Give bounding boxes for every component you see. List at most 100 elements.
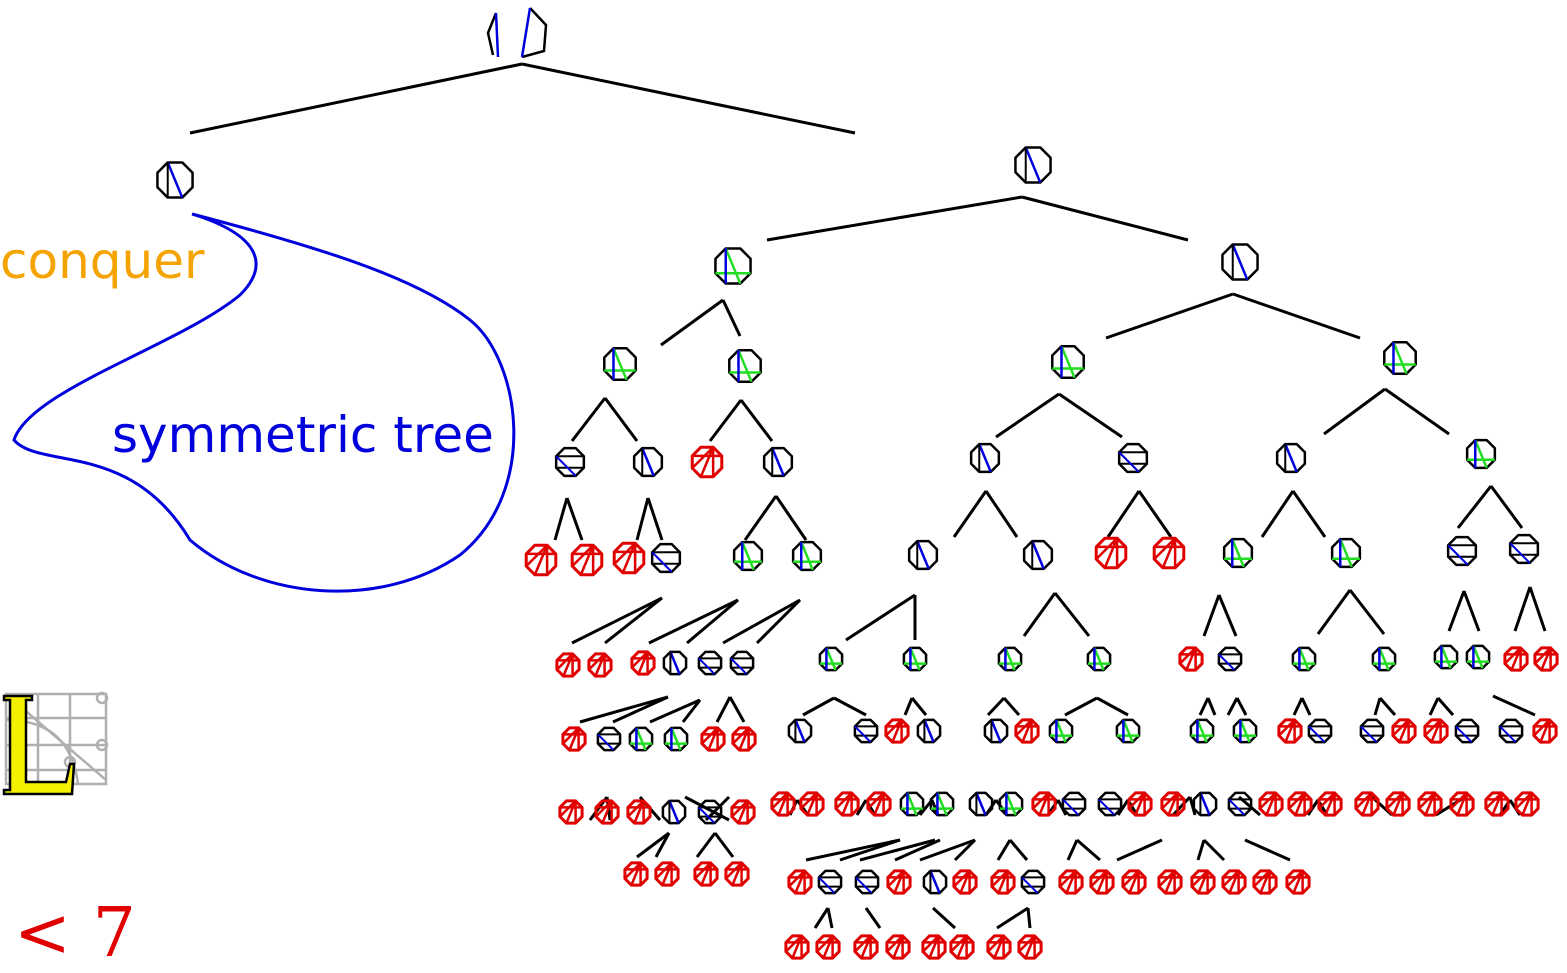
tree-edge bbox=[1058, 392, 1123, 439]
solved-triangulation-icon bbox=[885, 934, 911, 960]
tree-nodes bbox=[156, 7, 1559, 960]
symmetric-tree-label: symmetric tree bbox=[112, 406, 494, 464]
tree-edge bbox=[1300, 697, 1312, 716]
solved-triangulation-icon bbox=[1089, 869, 1115, 895]
polygon-triangulation-icon bbox=[929, 791, 955, 817]
polygon-triangulation-icon bbox=[729, 650, 755, 676]
solved-triangulation-icon bbox=[1449, 791, 1475, 817]
solved-triangulation-icon bbox=[1287, 791, 1313, 817]
tree-edge bbox=[1292, 697, 1304, 716]
tree-edge bbox=[1260, 490, 1295, 538]
polygon-triangulation-icon bbox=[817, 869, 843, 895]
solved-triangulation-icon bbox=[1178, 646, 1204, 672]
polygon-triangulation-icon bbox=[663, 726, 689, 752]
tree-edge bbox=[1235, 697, 1248, 716]
solved-triangulation-icon bbox=[612, 541, 646, 575]
polygon-triangulation-icon bbox=[969, 442, 1001, 474]
tree-edge bbox=[1316, 589, 1352, 635]
polygon-triangulation-icon bbox=[486, 7, 548, 59]
polygon-triangulation-icon bbox=[1048, 718, 1074, 744]
polygon-triangulation-icon bbox=[156, 161, 194, 199]
polygon-triangulation-icon bbox=[1232, 718, 1258, 744]
solved-triangulation-icon bbox=[1190, 869, 1216, 895]
solved-triangulation-icon bbox=[1221, 869, 1247, 895]
tree-edge bbox=[721, 299, 742, 337]
tree-edge bbox=[743, 495, 778, 541]
tree-edge bbox=[859, 838, 936, 862]
tree-edge bbox=[648, 598, 739, 645]
solved-triangulation-icon bbox=[570, 543, 604, 577]
solved-triangulation-icon bbox=[799, 791, 825, 817]
tree-edge bbox=[1447, 590, 1466, 632]
tree-edge bbox=[1053, 592, 1091, 637]
polygon-triangulation-icon bbox=[1192, 791, 1218, 817]
tree-edge bbox=[1137, 490, 1173, 538]
solved-triangulation-icon bbox=[587, 652, 613, 678]
solved-triangulation-icon bbox=[1017, 934, 1043, 960]
tree-edge bbox=[903, 697, 914, 716]
polygon-triangulation-icon bbox=[1508, 533, 1540, 565]
polygon-triangulation-icon bbox=[1383, 341, 1417, 375]
solved-triangulation-icon bbox=[1503, 646, 1529, 672]
solved-triangulation-icon bbox=[921, 934, 947, 960]
polygon-triangulation-icon bbox=[1446, 535, 1478, 567]
solved-triangulation-icon bbox=[1533, 646, 1559, 672]
polygon-triangulation-icon bbox=[1020, 869, 1046, 895]
tree-edge bbox=[1196, 839, 1206, 861]
tree-edge bbox=[1198, 697, 1210, 716]
tree-edge bbox=[1008, 839, 1029, 861]
polygon-triangulation-icon bbox=[1222, 537, 1254, 569]
polygon-triangulation-icon bbox=[1307, 718, 1333, 744]
polygon-triangulation-icon bbox=[732, 540, 764, 572]
solved-triangulation-icon bbox=[1423, 718, 1449, 744]
polygon-triangulation-icon bbox=[1189, 718, 1215, 744]
tree-edge bbox=[755, 598, 802, 645]
conquer-label: conquer bbox=[0, 232, 205, 290]
polygon-triangulation-icon bbox=[1359, 718, 1385, 744]
tree-edge bbox=[839, 838, 901, 862]
tree-edge bbox=[1232, 292, 1361, 340]
polygon-triangulation-icon bbox=[983, 718, 1009, 744]
tree-edge bbox=[1226, 697, 1239, 716]
polygon-triangulation-icon bbox=[787, 718, 813, 744]
tree-edge bbox=[612, 695, 669, 724]
tree-edge bbox=[1513, 586, 1532, 632]
solved-triangulation-icon bbox=[594, 799, 620, 825]
polygon-triangulation-icon bbox=[603, 347, 637, 381]
latex-L-logo-icon bbox=[2, 691, 109, 796]
solved-triangulation-icon bbox=[654, 861, 680, 887]
tree-edge bbox=[1462, 590, 1481, 632]
tree-edge bbox=[1436, 697, 1455, 716]
tree-edge bbox=[649, 698, 701, 724]
polygon-triangulation-icon bbox=[1022, 539, 1054, 571]
polygon-triangulation-icon bbox=[1097, 791, 1123, 817]
solved-triangulation-icon bbox=[1484, 791, 1510, 817]
tree-edge bbox=[805, 838, 901, 862]
polygon-triangulation-icon bbox=[1498, 718, 1524, 744]
tree-edge bbox=[1202, 838, 1226, 862]
tree-edge bbox=[570, 397, 607, 442]
polygon-triangulation-icon bbox=[1061, 791, 1087, 817]
polygon-triangulation-icon bbox=[697, 650, 723, 676]
tree-edge bbox=[521, 62, 856, 135]
tree-edge bbox=[864, 907, 882, 929]
polygon-triangulation-icon bbox=[554, 446, 586, 478]
solved-triangulation-icon bbox=[690, 445, 724, 479]
tree-edge bbox=[565, 497, 584, 541]
solved-triangulation-icon bbox=[626, 799, 652, 825]
tree-edge bbox=[1492, 694, 1536, 717]
tree-edge bbox=[1528, 586, 1547, 632]
tree-edge bbox=[1188, 796, 1197, 816]
polygon-triangulation-icon bbox=[697, 799, 723, 825]
solved-triangulation-icon bbox=[623, 861, 649, 887]
polygon-triangulation-icon bbox=[1051, 345, 1085, 379]
polygon-triangulation-icon bbox=[1454, 718, 1480, 744]
solved-triangulation-icon bbox=[731, 726, 757, 752]
tree-edge bbox=[728, 696, 746, 723]
tree-edge bbox=[910, 697, 928, 716]
tree-edge bbox=[579, 695, 669, 724]
tree-edge bbox=[813, 907, 830, 929]
polygon-triangulation-icon bbox=[728, 349, 762, 383]
tree-edge bbox=[715, 696, 732, 723]
